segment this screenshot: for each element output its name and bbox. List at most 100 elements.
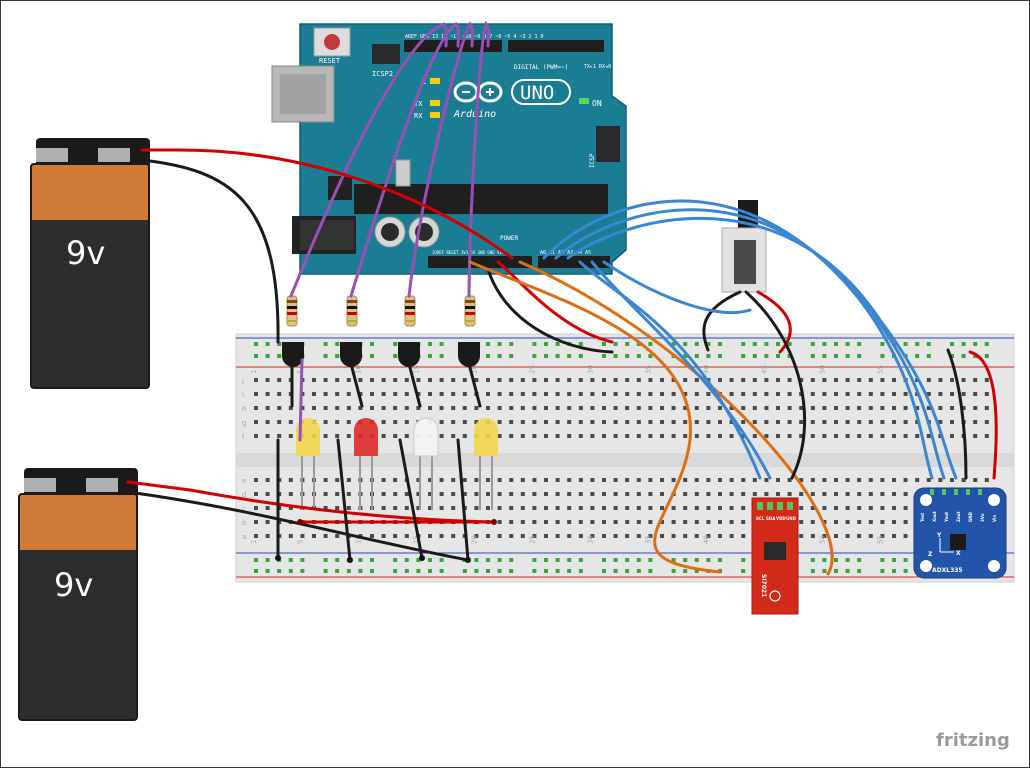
breadboard-hole	[265, 406, 270, 410]
breadboard-hole	[868, 392, 873, 396]
wire-battery-top-positive[interactable]	[140, 148, 514, 260]
breadboard-hole	[590, 434, 595, 438]
breadboard-hole	[381, 478, 386, 482]
breadboard-hole	[787, 492, 792, 496]
breadboard-hole	[497, 420, 502, 424]
analog-pins-label: A0 A1 A2 A3 A4 A5	[540, 250, 591, 256]
wire-arduino-gnd[interactable]	[484, 260, 614, 354]
breadboard-hole	[544, 392, 548, 396]
wire-pot-signal[interactable]	[744, 290, 807, 480]
breadboard-hole	[683, 392, 688, 396]
breadboard-hole	[520, 520, 525, 524]
rail-hole	[509, 342, 514, 346]
breadboard-hole	[370, 378, 374, 382]
breadboard-hole	[973, 420, 978, 424]
breadboard-hole	[497, 492, 502, 496]
breadboard-hole	[462, 406, 467, 410]
breadboard-hole	[903, 478, 908, 482]
breadboard-hole	[729, 492, 734, 496]
breadboard-hole	[892, 434, 896, 438]
breadboard-hole	[567, 378, 572, 382]
wire-pot-gnd[interactable]	[702, 290, 742, 352]
breadboard-column-number: 40	[702, 535, 710, 544]
rail-hole	[544, 558, 548, 562]
breadboard-hole	[486, 392, 490, 396]
breadboard-hole	[393, 492, 398, 496]
rail-hole	[300, 569, 305, 573]
breadboard-hole	[265, 392, 270, 396]
breadboard-hole	[868, 478, 873, 482]
rail-hole	[683, 558, 688, 562]
breadboard-hole	[729, 392, 734, 396]
breadboard-hole	[497, 434, 502, 438]
led-yellow-1	[296, 418, 320, 510]
breadboard-hole	[381, 406, 386, 410]
rail-hole	[578, 342, 583, 346]
wire-blue-5[interactable]	[590, 260, 772, 480]
breadboard-hole	[926, 406, 931, 410]
breadboard-hole	[880, 534, 885, 538]
transistor-3	[398, 342, 420, 367]
breadboard-hole	[984, 420, 989, 424]
breadboard-hole	[265, 378, 270, 382]
rail-hole	[532, 558, 537, 562]
breadboard-hole	[729, 478, 734, 482]
breadboard-hole	[335, 492, 340, 496]
breadboard-hole	[660, 534, 664, 538]
breadboard-hole	[880, 420, 885, 424]
wire-blue-3[interactable]	[566, 216, 958, 480]
breadboard-hole	[660, 420, 664, 424]
wire-blue-4[interactable]	[578, 260, 762, 480]
breadboard-hole	[950, 406, 954, 410]
breadboard-hole	[799, 506, 804, 510]
breadboard-hole	[567, 506, 572, 510]
breadboard-hole	[729, 420, 734, 424]
breadboard-hole	[532, 506, 537, 510]
rail-hole	[509, 558, 514, 562]
breadboard-hole	[845, 534, 850, 538]
breadboard-hole	[346, 478, 351, 482]
wire-arduino-5v[interactable]	[496, 260, 614, 344]
wire-accel-gnd[interactable]	[946, 348, 968, 480]
breadboard-hole	[462, 392, 467, 396]
breadboard-hole	[335, 392, 340, 396]
wire-orange-2[interactable]	[518, 260, 834, 576]
breadboard-hole	[868, 406, 873, 410]
breadboard-hole	[822, 392, 827, 396]
breadboard-hole	[834, 478, 838, 482]
rail-hole	[323, 558, 328, 562]
wire-battery-bottom-negative[interactable]	[126, 490, 470, 562]
rail-hole	[671, 569, 676, 573]
wire-purple-4[interactable]	[467, 20, 490, 298]
breadboard-hole	[764, 420, 769, 424]
wire-purple-3[interactable]	[407, 21, 474, 298]
rail-hole	[915, 342, 920, 346]
wire-accel-vin[interactable]	[968, 350, 998, 480]
wire-blue-pot[interactable]	[602, 260, 752, 315]
breadboard-hole	[486, 378, 490, 382]
wire-black-jumper-4[interactable]	[456, 438, 470, 562]
breadboard-hole	[718, 492, 722, 496]
accel-chip	[950, 534, 966, 550]
rail-hole	[776, 342, 780, 346]
breadboard-hole	[532, 478, 537, 482]
breadboard-hole	[520, 534, 525, 538]
breadboard-hole	[439, 406, 444, 410]
breadboard-hole	[509, 406, 514, 410]
breadboard-hole	[578, 478, 583, 482]
breadboard-hole	[288, 492, 293, 496]
rail-hole	[636, 558, 641, 562]
wire-battery-top-negative[interactable]	[140, 158, 280, 344]
wire-black-jumper-3[interactable]	[398, 438, 424, 560]
breadboard-hole	[648, 434, 653, 438]
breadboard-hole	[636, 478, 641, 482]
breadboard-hole	[868, 520, 873, 524]
wire-purple-2[interactable]	[349, 21, 460, 298]
breadboard-hole	[764, 392, 769, 396]
wire-orange-1[interactable]	[468, 260, 722, 574]
breadboard-hole	[590, 492, 595, 496]
rail-hole	[764, 342, 769, 346]
wire-black-jumper-2[interactable]	[336, 438, 352, 562]
breadboard-row-letter: h	[242, 405, 246, 413]
breadboard-hole	[764, 478, 769, 482]
